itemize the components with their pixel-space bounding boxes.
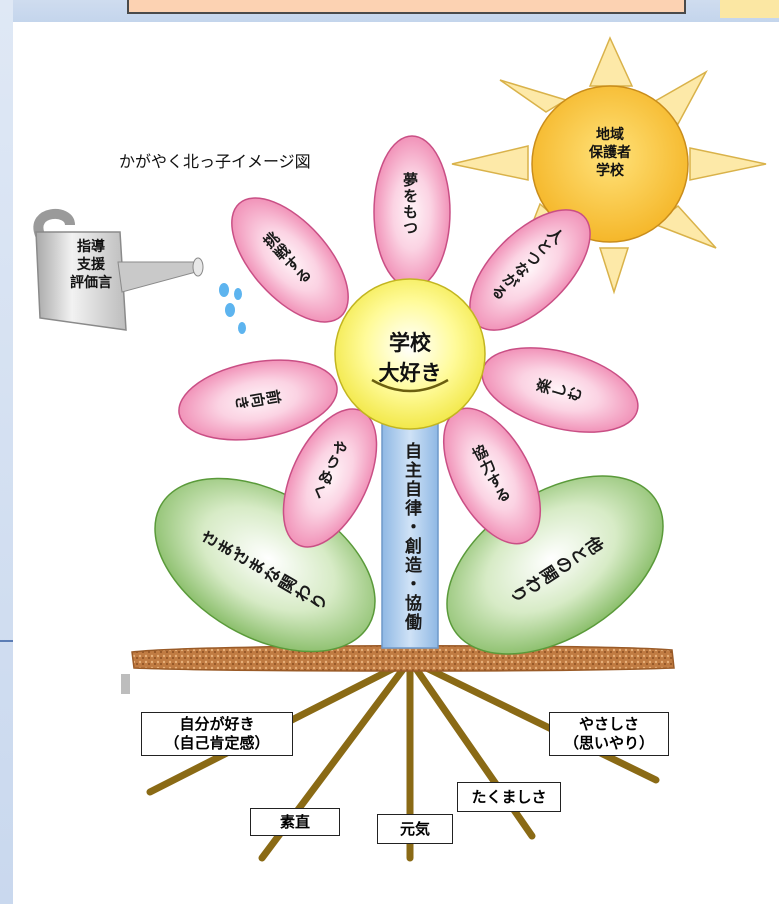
can-label-line: 指導 xyxy=(77,239,105,255)
petal-left xyxy=(178,359,338,441)
root-label-line: 自分が好き xyxy=(179,715,255,733)
root-label-takumashisa: たくましさ xyxy=(457,782,561,812)
diagram-canvas: かがやく北っ子イメージ図 地域 保護者 学校 指導 支援 評価言 学校 大好き … xyxy=(13,22,779,904)
watering-can-label: 指導 支援 評価言 xyxy=(56,238,126,292)
center-label-line: 大好き xyxy=(378,361,442,385)
root-label-sunao: 素直 xyxy=(250,808,340,836)
water-drops xyxy=(219,283,246,334)
header-shape xyxy=(127,0,686,14)
root-label-line: （思いやり） xyxy=(563,734,654,752)
petal-top-label: 夢をもつ xyxy=(401,172,419,236)
stem xyxy=(381,419,439,649)
can-label-line: 支援 xyxy=(77,257,105,273)
sun xyxy=(531,85,689,243)
watering-can-icon xyxy=(33,208,204,331)
center-label: 学校 大好き xyxy=(370,328,450,388)
text-cursor-marker xyxy=(121,674,130,694)
root-label-line: やさしさ xyxy=(578,715,639,733)
petal-upper-left xyxy=(231,197,349,323)
root-label-genki: 元気 xyxy=(377,814,453,844)
soil xyxy=(131,644,675,672)
stem-label: 自主自律・創造・協働 xyxy=(401,442,421,632)
sun-label: 地域 保護者 学校 xyxy=(580,126,640,180)
diagram-title: かがやく北っ子イメージ図 xyxy=(119,152,311,171)
header-shape-right xyxy=(720,0,779,18)
root-label-jibun: 自分が好き （自己肯定感） xyxy=(141,712,293,756)
center-label-line: 学校 xyxy=(389,331,431,355)
sun-label-line: 学校 xyxy=(596,163,624,179)
sun-label-line: 保護者 xyxy=(589,145,631,161)
root-label-line: （自己肯定感） xyxy=(164,734,270,752)
root-label-yasashisa: やさしさ （思いやり） xyxy=(549,712,669,756)
frame-divider xyxy=(0,640,13,642)
can-label-line: 評価言 xyxy=(70,275,112,291)
sun-label-line: 地域 xyxy=(596,127,624,143)
flower-center xyxy=(334,278,486,430)
window-left-frame xyxy=(0,0,14,904)
flower-diagram-svg xyxy=(33,36,767,862)
